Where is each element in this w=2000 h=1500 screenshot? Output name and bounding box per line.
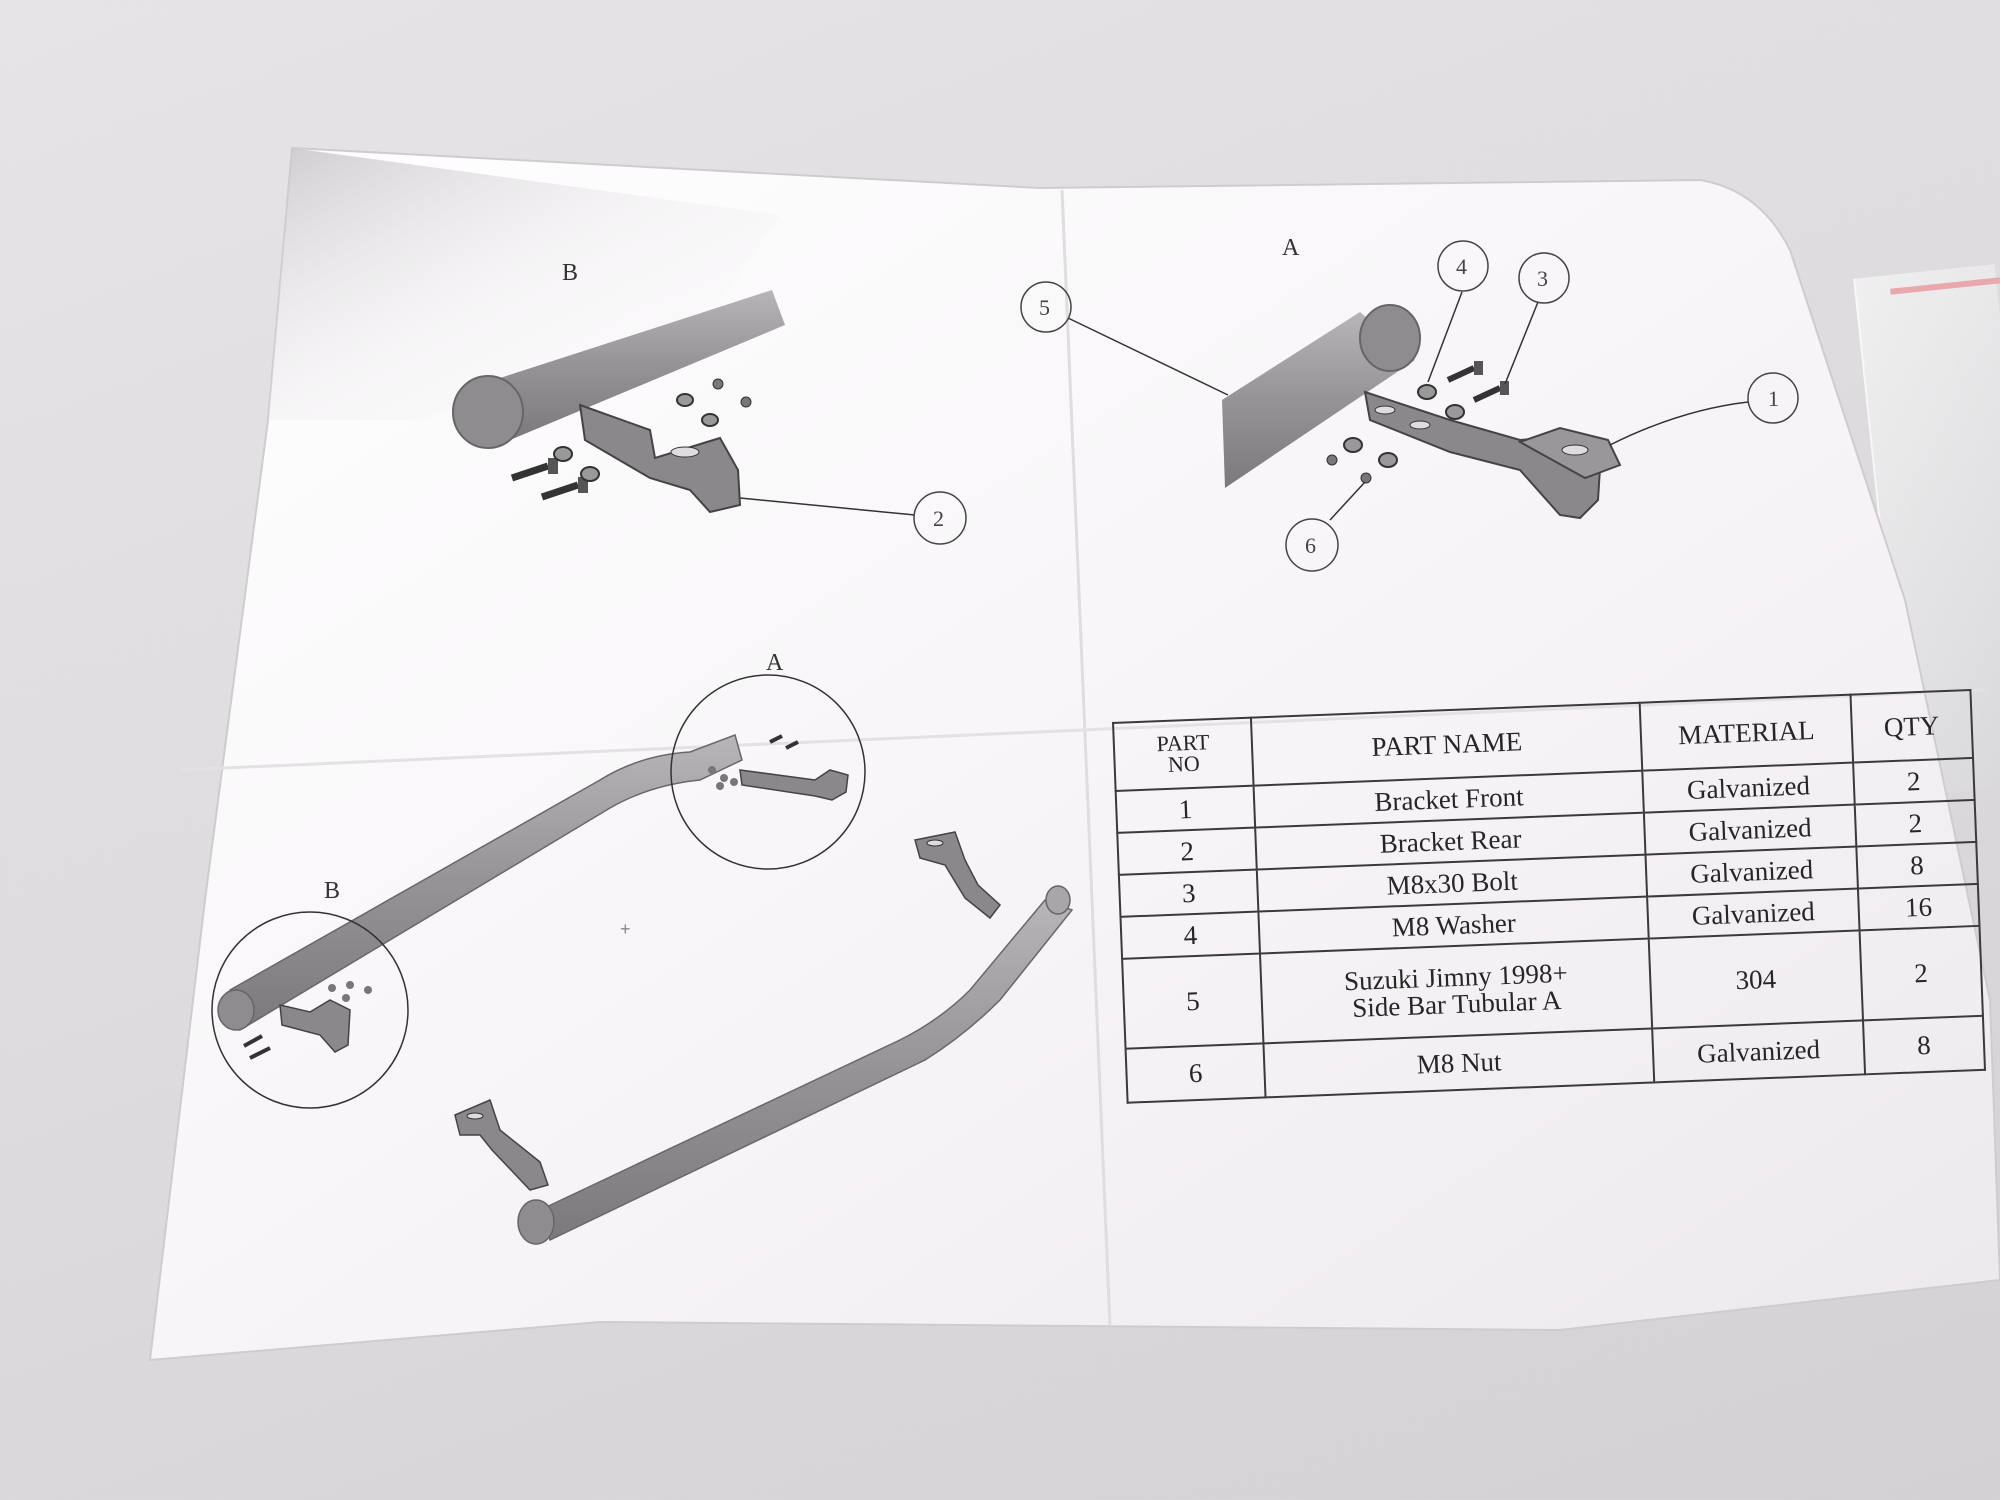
cell-qty: 2	[1854, 799, 1977, 847]
nut-icon	[740, 396, 752, 408]
washer-icon	[701, 413, 719, 427]
bolt-icon	[1472, 381, 1509, 403]
pencil-mark: +	[620, 919, 631, 939]
leader-line	[1504, 301, 1539, 385]
tube-end	[1045, 885, 1071, 915]
cell-part-no: 1	[1115, 785, 1256, 833]
nut-icon	[716, 782, 724, 790]
slot-hole	[926, 839, 944, 847]
cell-qty: 8	[1856, 841, 1978, 889]
tube-end	[1359, 304, 1421, 372]
cell-material: Galvanized	[1652, 1020, 1865, 1083]
cell-part-no: 4	[1120, 911, 1261, 959]
callout-circle	[913, 491, 967, 545]
callout-1: 1	[1768, 386, 1779, 411]
view-label-a: A	[1282, 235, 1300, 261]
leader-line	[1067, 317, 1229, 396]
callout-circle	[1437, 240, 1489, 292]
cell-part-no: 6	[1125, 1043, 1266, 1103]
cell-part-no: 5	[1122, 953, 1264, 1049]
detail-circle-b	[211, 911, 409, 1109]
washer-icon	[676, 393, 694, 407]
view-label-b: B	[562, 260, 578, 286]
cell-part-name: Suzuki Jimny 1998+ Side Bar Tubular A	[1260, 938, 1653, 1044]
cell-qty: 2	[1859, 925, 1983, 1021]
slot-hole	[1561, 444, 1589, 456]
nut-icon	[342, 994, 350, 1002]
washer-icon	[1445, 404, 1465, 420]
fold-line	[179, 688, 1986, 772]
cell-qty: 16	[1857, 883, 1980, 931]
side-bar-tube	[229, 734, 743, 1032]
slot-hole	[1409, 420, 1431, 430]
bracket-shape	[914, 831, 1002, 920]
header-part-no: PART NO	[1113, 717, 1254, 791]
nut-icon	[364, 986, 372, 994]
fold-line	[1060, 189, 1112, 1327]
callout-circle	[1747, 372, 1799, 424]
bracket-shape	[739, 769, 849, 801]
tube-end	[452, 375, 524, 449]
header-material: MATERIAL	[1639, 694, 1853, 771]
bolt-icon	[510, 458, 558, 482]
callout-circle	[1020, 281, 1072, 333]
tube-end	[517, 1199, 555, 1245]
bolt-icon	[243, 1034, 263, 1048]
slot-hole	[466, 1112, 484, 1120]
cell-qty: 2	[1852, 757, 1975, 805]
bolt-icon	[1446, 361, 1483, 383]
bracket-rear-detail: 2	[452, 290, 967, 545]
washer-icon	[553, 446, 573, 462]
paper-shadow	[268, 148, 780, 420]
leader-line	[1329, 481, 1366, 521]
cell-qty: 8	[1862, 1015, 1985, 1075]
slot-hole	[670, 446, 700, 458]
bracket-rear-shape	[578, 403, 742, 514]
nut-icon	[712, 378, 724, 390]
leader-line	[1609, 401, 1749, 446]
leader-line	[1427, 291, 1463, 383]
tube-end	[217, 989, 255, 1031]
bolt-icon	[769, 734, 783, 744]
bracket-shape	[454, 1098, 549, 1191]
parts-table: PART NO PART NAME MATERIAL QTY 1 Bracket…	[1112, 689, 1986, 1104]
cell-material: 304	[1648, 930, 1863, 1029]
slot-hole	[1374, 405, 1396, 415]
overview-label-b: B	[324, 878, 340, 904]
nut-icon	[346, 981, 354, 989]
tube-section	[500, 290, 785, 440]
nut-icon	[730, 778, 738, 786]
washer-icon	[1378, 452, 1398, 468]
callout-circle	[1285, 518, 1339, 572]
nut-icon	[1360, 472, 1372, 484]
cell-part-no: 2	[1117, 827, 1258, 875]
nut-icon	[720, 774, 728, 782]
bracket-shape	[279, 999, 351, 1053]
washer-icon	[1417, 384, 1437, 400]
washer-icon	[1343, 437, 1363, 453]
washer-icon	[580, 466, 600, 482]
callout-3: 3	[1537, 266, 1548, 291]
detail-circle-a	[670, 674, 866, 870]
callout-2: 2	[933, 506, 944, 531]
callout-5: 5	[1039, 295, 1050, 320]
callout-circle	[1518, 252, 1570, 304]
nut-icon	[1326, 454, 1338, 466]
bracket-front-detail: 5 4 3 1 6	[1020, 240, 1799, 572]
cell-part-no: 3	[1118, 869, 1259, 917]
side-bar-overview: A B	[211, 650, 1074, 1245]
nut-icon	[708, 766, 716, 774]
nut-icon	[328, 984, 336, 992]
overview-label-a: A	[766, 650, 784, 676]
callout-6: 6	[1305, 533, 1316, 558]
bolt-icon	[249, 1046, 271, 1060]
bolt-icon	[785, 740, 799, 750]
leader-line	[739, 497, 916, 516]
side-bar-tube	[539, 899, 1074, 1242]
bolt-icon	[540, 477, 588, 501]
header-qty: QTY	[1850, 690, 1974, 763]
callout-4: 4	[1456, 254, 1467, 279]
